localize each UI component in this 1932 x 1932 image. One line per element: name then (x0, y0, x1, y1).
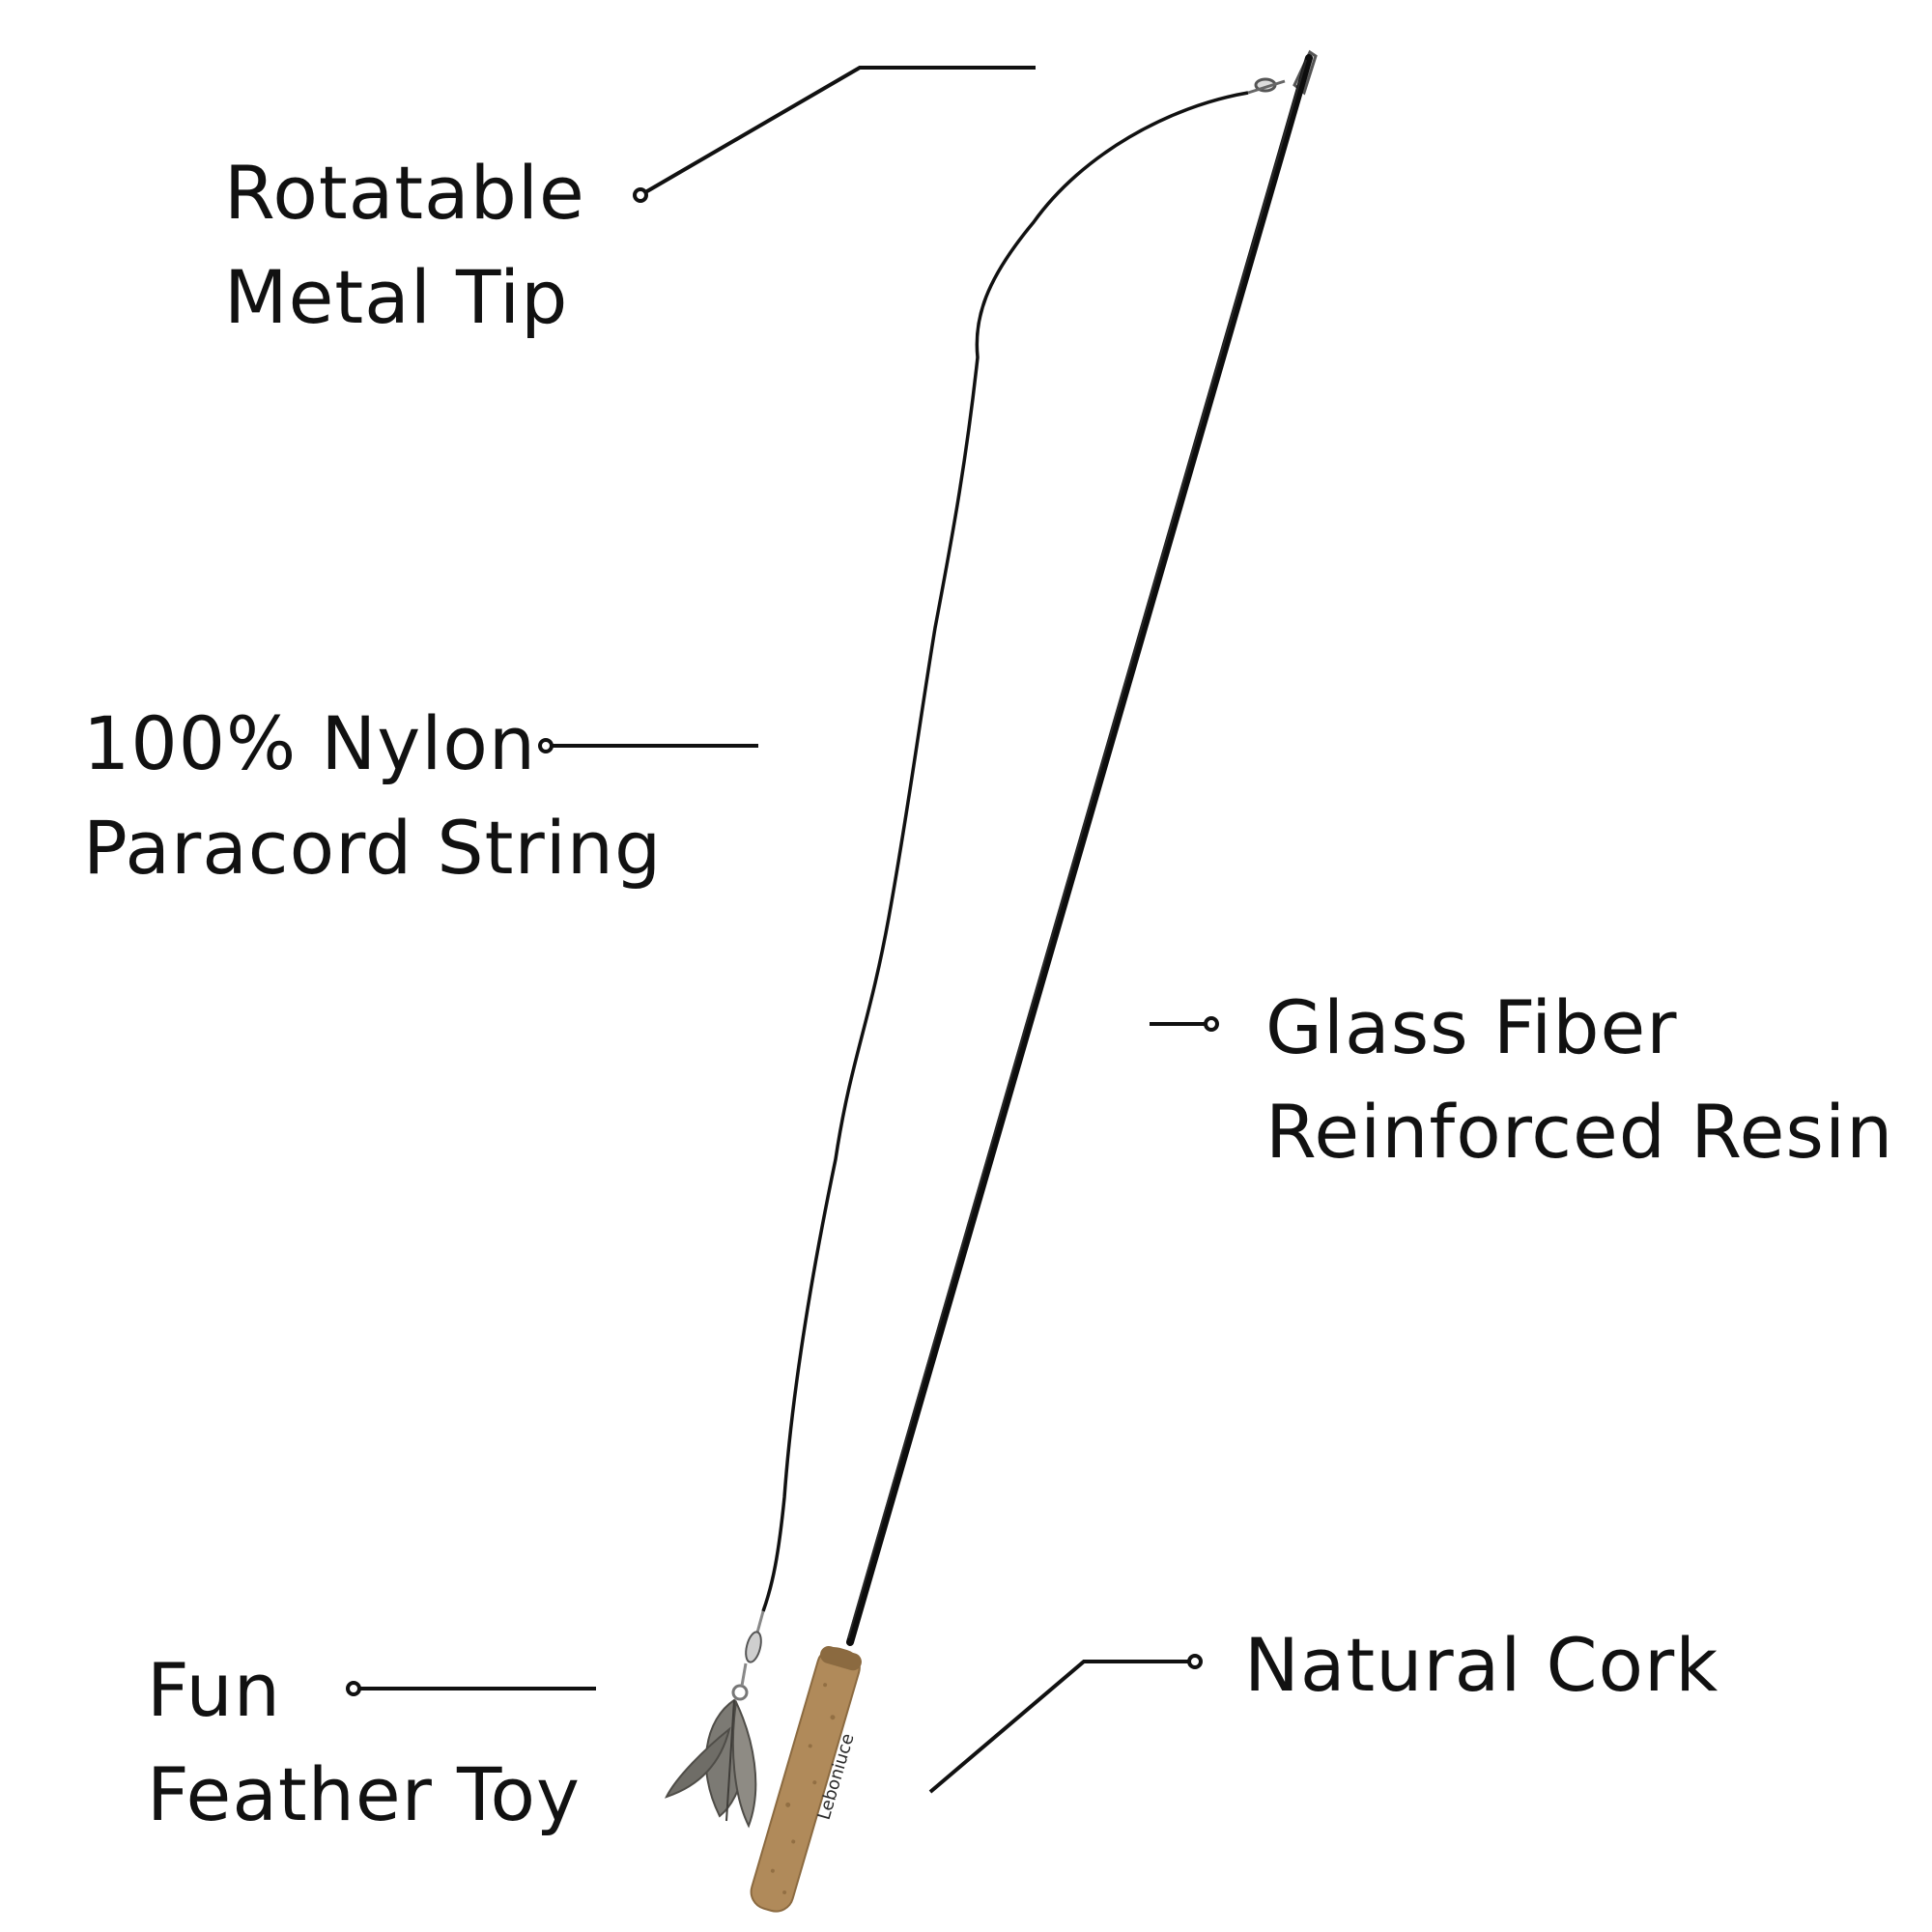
metal-tip-leader-line (639, 66, 1036, 197)
rod-leader-dot (1204, 1016, 1219, 1032)
cork-leader-line (928, 1660, 1190, 1794)
metal-tip-leader-dot (633, 187, 648, 203)
cork-handle (750, 1645, 862, 1913)
callout-metal-tip-line1: Rotatable (224, 150, 585, 236)
callout-feather-line2: Feather Toy (147, 1751, 582, 1837)
callout-string-line2: Paracord String (83, 805, 663, 891)
callout-rod-line2: Reinforced Resin (1265, 1089, 1894, 1175)
string-leader-dot (538, 738, 554, 753)
feather-leader-dot (346, 1681, 361, 1696)
callout-feather-line1: Fun (147, 1647, 281, 1733)
callout-metal-tip: Rotatable Metal Tip (224, 141, 585, 350)
paracord-string (761, 91, 1249, 1612)
callout-handle-line1: Natural Cork (1244, 1622, 1719, 1708)
callout-handle: Natural Cork (1244, 1613, 1719, 1718)
cork-leader-dot (1187, 1654, 1203, 1669)
glass-fiber-rod (846, 54, 1313, 1646)
callout-metal-tip-line2: Metal Tip (224, 254, 569, 340)
callout-feather: Fun Feather Toy (147, 1638, 581, 1847)
callout-rod: Glass Fiber Reinforced Resin (1265, 976, 1893, 1184)
callout-string: 100% Nylon Paracord String (83, 692, 662, 900)
callout-string-line1: 100% Nylon (83, 700, 537, 786)
callout-rod-line1: Glass Fiber (1265, 984, 1678, 1070)
feather-toy (665, 1610, 765, 1829)
